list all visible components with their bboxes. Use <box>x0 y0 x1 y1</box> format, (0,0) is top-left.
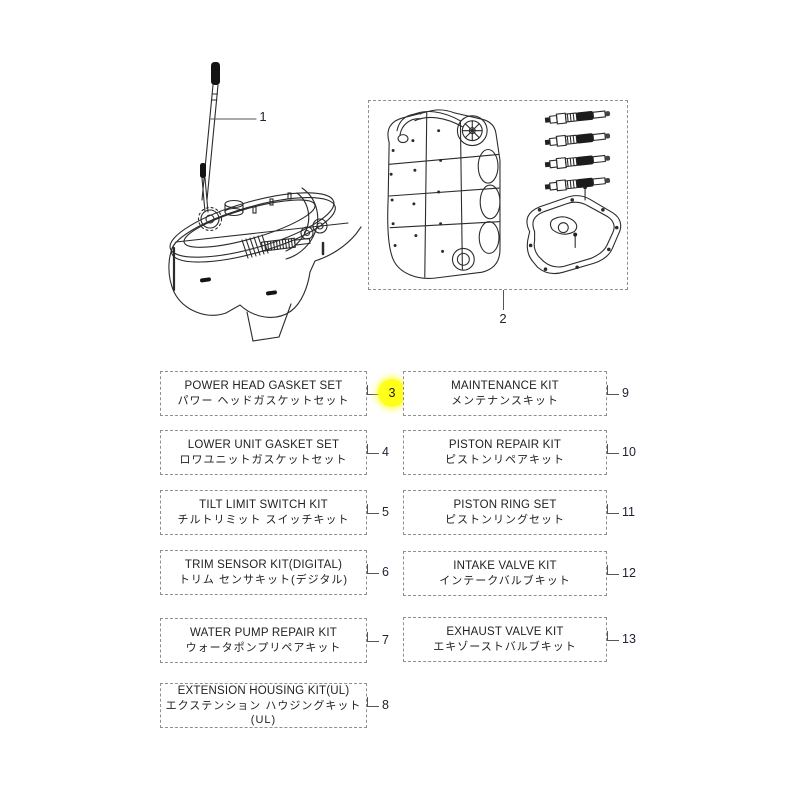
leader-line <box>607 564 619 575</box>
leader-line <box>367 563 379 574</box>
kit-number: 12 <box>622 565 636 580</box>
leader-line <box>367 443 379 454</box>
figure-label-2: 2 <box>499 311 507 326</box>
kit-number: 8 <box>382 697 389 712</box>
kit-title-en: PISTON REPAIR KIT <box>448 439 562 451</box>
leader-line <box>607 630 619 641</box>
kit-title-ja: トリム センサキット(デジタル) <box>178 574 349 586</box>
kit-exhaust-valve-kit: EXHAUST VALVE KIT エキゾーストバルブキット 13 <box>403 617 636 662</box>
kit-title-en: TRIM SENSOR KIT(DIGITAL) <box>184 559 343 571</box>
kit-title-ja: ピストンリペアキット <box>445 454 565 466</box>
kit-number-highlighted: 3 <box>378 378 406 407</box>
kit-extension-housing-kit: EXTENSION HOUSING KIT(UL) エクステンション ハウジング… <box>160 683 389 728</box>
kit-number: 7 <box>382 632 389 647</box>
kit-piston-ring-set: PISTON RING SET ピストンリングセット 11 <box>403 490 635 535</box>
kit-title-ja: ピストンリングセット <box>445 514 565 526</box>
kit-title-en: TILT LIMIT SWITCH KIT <box>199 499 328 511</box>
kit-box-intake-valve-kit[interactable]: INTAKE VALVE KIT インテークバルブキット <box>403 551 607 596</box>
kit-title-ja: パワー ヘッドガスケットセット <box>177 395 350 407</box>
kit-title-en: PISTON RING SET <box>453 499 557 511</box>
leader-line <box>367 631 379 642</box>
lower-unit-drawing <box>168 62 362 342</box>
lower-unit-figure[interactable] <box>150 42 390 347</box>
kit-number: 9 <box>622 385 629 400</box>
kit-title-ja: ロワユニットガスケットセット <box>179 454 348 466</box>
kit-title-ja: エキゾーストバルブキット <box>433 641 577 653</box>
kit-maintenance-kit: MAINTENANCE KIT メンテナンスキット 9 <box>403 371 629 416</box>
kit-box-lower-unit-gasket-set[interactable]: LOWER UNIT GASKET SET ロワユニットガスケットセット <box>160 430 367 475</box>
kit-box-maintenance-kit[interactable]: MAINTENANCE KIT メンテナンスキット <box>403 371 607 416</box>
leader-line <box>367 384 379 395</box>
kit-tilt-limit-switch-kit: TILT LIMIT SWITCH KIT チルトリミット スイッチキット 5 <box>160 490 389 535</box>
kit-intake-valve-kit: INTAKE VALVE KIT インテークバルブキット 12 <box>403 551 636 596</box>
powerhead-kit-drawing <box>387 109 622 279</box>
kit-box-exhaust-valve-kit[interactable]: EXHAUST VALVE KIT エキゾーストバルブキット <box>403 617 607 662</box>
kit-box-piston-ring-set[interactable]: PISTON RING SET ピストンリングセット <box>403 490 607 535</box>
kit-title-ja: メンテナンスキット <box>451 395 559 407</box>
kit-power-head-gasket-set: POWER HEAD GASKET SET パワー ヘッドガスケットセット 3 <box>160 371 406 416</box>
kit-box-tilt-limit-switch-kit[interactable]: TILT LIMIT SWITCH KIT チルトリミット スイッチキット <box>160 490 367 535</box>
kit-box-piston-repair-kit[interactable]: PISTON REPAIR KIT ピストンリペアキット <box>403 430 607 475</box>
kit-title-en: MAINTENANCE KIT <box>451 380 559 392</box>
kit-title-en: INTAKE VALVE KIT <box>453 560 557 572</box>
kit-title-en: EXTENSION HOUSING KIT(UL) <box>177 685 350 697</box>
kit-box-power-head-gasket-set[interactable]: POWER HEAD GASKET SET パワー ヘッドガスケットセット <box>160 371 367 416</box>
kit-title-en: POWER HEAD GASKET SET <box>184 380 343 392</box>
kit-piston-repair-kit: PISTON REPAIR KIT ピストンリペアキット 10 <box>403 430 636 475</box>
leader-line <box>367 503 379 514</box>
kit-box-water-pump-repair-kit[interactable]: WATER PUMP REPAIR KIT ウォータポンプリペアキット <box>160 618 367 663</box>
kit-number: 4 <box>382 444 389 459</box>
kit-lower-unit-gasket-set: LOWER UNIT GASKET SET ロワユニットガスケットセット 4 <box>160 430 389 475</box>
leader-line <box>607 503 619 514</box>
kit-title-en: WATER PUMP REPAIR KIT <box>190 627 337 639</box>
leader-line <box>607 384 619 395</box>
kit-box-extension-housing-kit[interactable]: EXTENSION HOUSING KIT(UL) エクステンション ハウジング… <box>160 683 367 728</box>
kit-number: 11 <box>622 504 635 519</box>
kit-trim-sensor-kit: TRIM SENSOR KIT(DIGITAL) トリム センサキット(デジタル… <box>160 550 389 595</box>
kit-number: 5 <box>382 504 389 519</box>
leader-line <box>607 443 619 454</box>
kit-title-en: LOWER UNIT GASKET SET <box>187 439 340 451</box>
kit-number: 6 <box>382 564 389 579</box>
kit-title-en: EXHAUST VALVE KIT <box>446 626 564 638</box>
kit-number: 13 <box>622 631 636 646</box>
leader-line <box>367 696 379 707</box>
kit-title-ja: エクステンション ハウジングキット (UL) <box>165 700 362 726</box>
kit-box-trim-sensor-kit[interactable]: TRIM SENSOR KIT(DIGITAL) トリム センサキット(デジタル… <box>160 550 367 595</box>
figure-2-leader-line <box>503 290 504 310</box>
powerhead-kit-figure[interactable] <box>368 100 628 290</box>
kit-number: 10 <box>622 444 636 459</box>
kit-title-ja: ウォータポンプリペアキット <box>185 642 342 654</box>
kit-title-ja: チルトリミット スイッチキット <box>177 514 350 526</box>
figure-label-1: 1 <box>259 109 267 124</box>
kit-water-pump-repair-kit: WATER PUMP REPAIR KIT ウォータポンプリペアキット 7 <box>160 618 389 663</box>
kit-title-ja: インテークバルブキット <box>439 575 571 587</box>
